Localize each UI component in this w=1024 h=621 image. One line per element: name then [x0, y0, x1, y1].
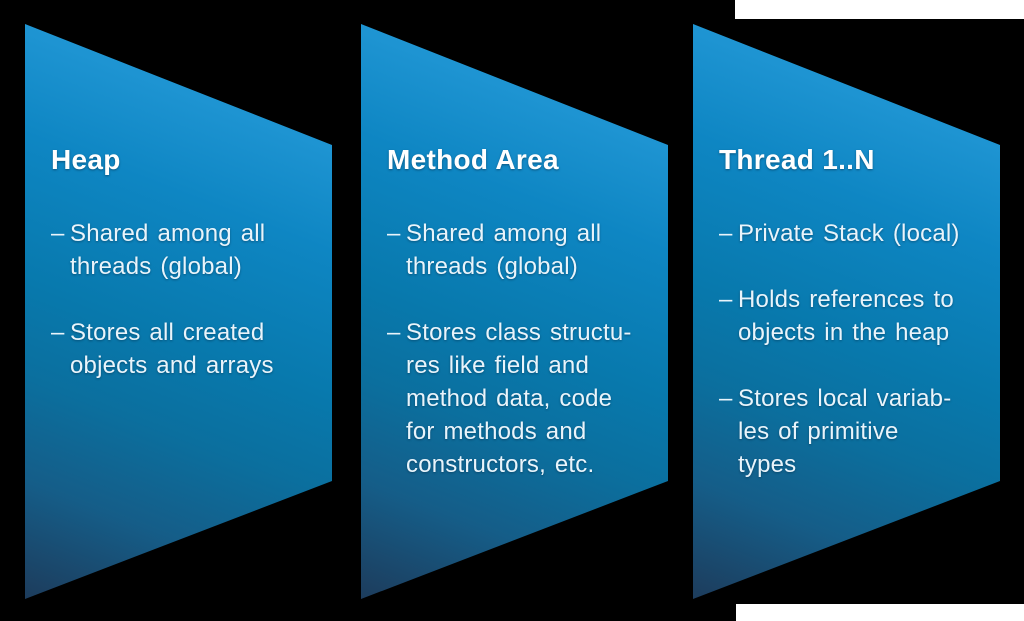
dash-marker: –	[51, 319, 65, 346]
bullet-text: Stores class structu- res like field and…	[406, 319, 632, 478]
bullet-text: Shared among all threads (global)	[406, 220, 602, 280]
page-corner-notch-bottom	[736, 604, 1024, 621]
bullet-text: Private Stack (local)	[738, 220, 960, 247]
bullet-text: Stores local variab- les of primitive ty…	[738, 385, 952, 478]
bullet-text: Shared among all threads (global)	[70, 220, 266, 280]
panel-method-area-title: Method Area	[387, 144, 559, 175]
panel-heap: Heap – Shared among all threads (global)…	[25, 24, 332, 599]
dash-marker: –	[719, 385, 733, 412]
bullet-text: Holds references to objects in the heap	[738, 286, 954, 346]
panel-thread-1-n: Thread 1..N – Private Stack (local) – Ho…	[693, 24, 1000, 599]
dash-marker: –	[387, 220, 401, 247]
bullet-item: – Stores local variab- les of primitive …	[719, 382, 992, 481]
page-corner-notch-top	[735, 0, 1024, 19]
panel-thread-1-n-title: Thread 1..N	[719, 144, 875, 175]
bullet-item: – Stores class structu- res like field a…	[387, 316, 660, 481]
dash-marker: –	[719, 220, 733, 247]
bullet-item: – Stores all created objects and arrays	[51, 316, 324, 382]
bullet-item: – Shared among all threads (global)	[387, 217, 660, 283]
dash-marker: –	[719, 286, 733, 313]
dash-marker: –	[51, 220, 65, 247]
bullet-item: – Shared among all threads (global)	[51, 217, 324, 283]
panel-method-area: Method Area – Shared among all threads (…	[361, 24, 668, 599]
bullet-text: Stores all created objects and arrays	[70, 319, 274, 379]
panel-heap-title: Heap	[51, 144, 121, 175]
dash-marker: –	[387, 319, 401, 346]
bullet-item: – Private Stack (local)	[719, 217, 992, 250]
bullet-item: – Holds references to objects in the hea…	[719, 283, 992, 349]
